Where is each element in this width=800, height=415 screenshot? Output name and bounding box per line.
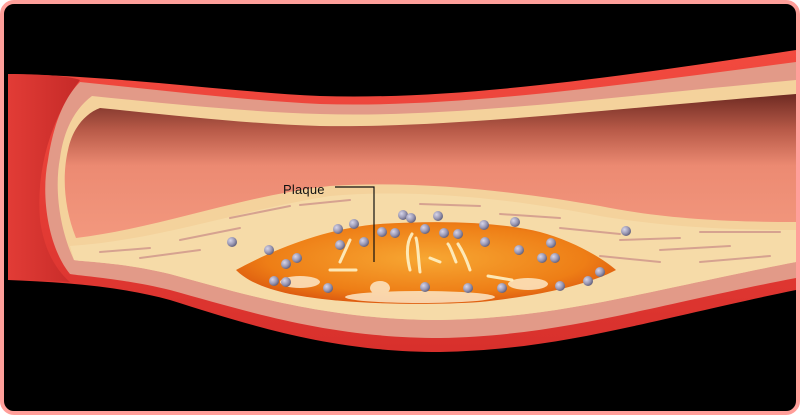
artery-illustration: [8, 50, 796, 352]
plaque-leader-line: [335, 186, 375, 262]
outer-wall-left: [8, 74, 80, 282]
smooth-muscle-fibers: [99, 199, 781, 263]
plaque-label: Plaque: [283, 182, 325, 197]
lumen: [64, 94, 796, 238]
cholesterol-crystals: [328, 232, 514, 282]
cell-particles: [227, 210, 631, 293]
